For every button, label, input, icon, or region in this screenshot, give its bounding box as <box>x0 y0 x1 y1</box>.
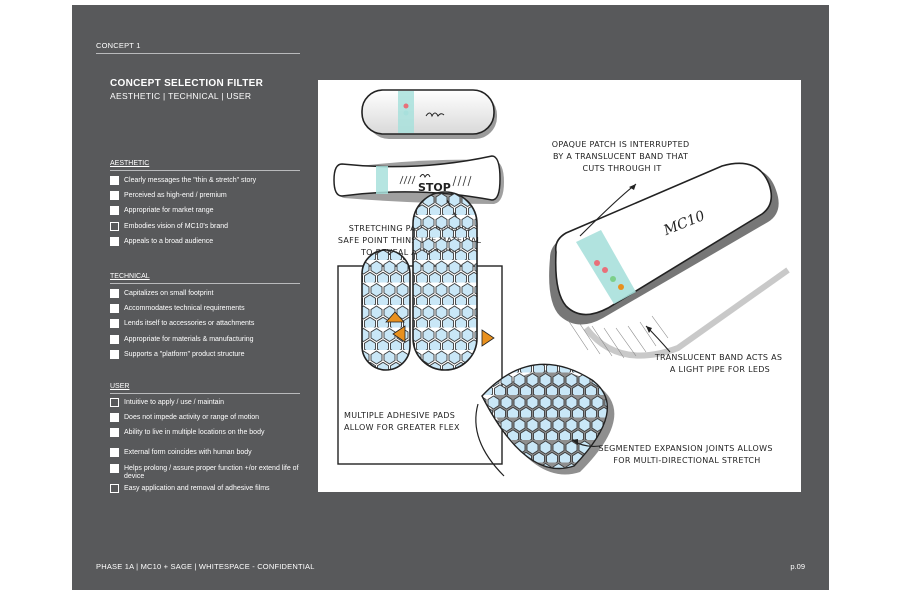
checklist-item[interactable]: Capitalizes on small footprint <box>110 289 310 304</box>
filter-subtitle: AESTHETIC | TECHNICAL | USER <box>110 91 252 101</box>
concept-sketch: STOP STRETCHING PATCH BEYOND SAFE POINT … <box>318 80 801 492</box>
checklist-item-label: Embodies vision of MC10's brand <box>124 222 229 230</box>
checkbox-filled[interactable] <box>110 191 119 201</box>
checklist-item[interactable]: Accommodates technical requirements <box>110 304 310 319</box>
checklist-item[interactable]: External form coincides with human body <box>110 448 310 463</box>
checklist-item-label: Clearly messages the "thin & stretch" st… <box>124 177 257 184</box>
checklist-item[interactable]: Appeals to a broad audience <box>110 236 310 252</box>
concept-divider <box>96 53 300 54</box>
checklist-item[interactable]: Embodies vision of MC10's brand <box>110 221 310 237</box>
checklist-item-label: Easy application and removal of adhesive… <box>124 484 270 492</box>
note-stretch: STRETCHING PATCH BEYOND SAFE POINT THINS… <box>338 224 484 257</box>
checklist-item[interactable]: Appropriate for market range <box>110 206 310 221</box>
checklist-item-label: Capitalizes on small footprint <box>124 290 214 297</box>
checklist-item[interactable]: Helps prolong / assure proper function +… <box>110 463 310 484</box>
checkbox-filled[interactable] <box>110 176 119 185</box>
checklist-item-label: Helps prolong / assure proper function +… <box>124 464 299 480</box>
patch-sketch-perspective: MC10 <box>549 162 790 359</box>
checklist-item-label: Appropriate for market range <box>124 207 214 215</box>
note-pads: MULTIPLE ADHESIVE PADS ALLOW FOR GREATER… <box>344 411 460 432</box>
checklist-item[interactable]: Perceived as high-end / premium <box>110 191 310 206</box>
checkbox-empty[interactable] <box>110 483 119 493</box>
checkbox-empty[interactable] <box>110 221 119 231</box>
checkbox-filled[interactable] <box>110 319 119 329</box>
section-divider <box>110 283 300 284</box>
checklist-item-label: External form coincides with human body <box>124 449 252 457</box>
checklist-item[interactable]: Appropriate for materials & manufacturin… <box>110 334 310 350</box>
checkbox-empty[interactable] <box>110 398 119 407</box>
checkbox-filled[interactable] <box>110 349 119 359</box>
checklist-item[interactable]: Clearly messages the "thin & stretch" st… <box>110 176 310 191</box>
adhesive-pads-sketch <box>361 191 495 371</box>
section-divider <box>110 393 300 394</box>
patch-sketch-top <box>361 89 497 139</box>
checklist-item-label: Supports a "platform" product structure <box>124 350 245 358</box>
checklist-item-label: Perceived as high-end / premium <box>124 192 227 200</box>
checkbox-filled[interactable] <box>110 289 119 298</box>
note-opaque: OPAQUE PATCH IS INTERRUPTED BY A TRANSLU… <box>552 140 693 173</box>
aesthetic-checklist: Clearly messages the "thin & stretch" st… <box>110 176 310 252</box>
checklist-item-label: Appeals to a broad audience <box>124 237 214 245</box>
checklist-item-label: Accommodates technical requirements <box>124 305 245 313</box>
checklist-item[interactable]: Supports a "platform" product structure <box>110 349 310 365</box>
checklist-item-label: Ability to live in multiple locations on… <box>124 429 265 437</box>
checklist-item[interactable]: Does not impede activity or range of mot… <box>110 413 310 428</box>
stop-warning-text: STOP <box>418 181 451 194</box>
checkbox-filled[interactable] <box>110 206 119 216</box>
filter-title: CONCEPT SELECTION FILTER <box>110 78 264 89</box>
patch-sketch-stretched: STOP <box>333 155 504 204</box>
section-divider <box>110 170 300 171</box>
checkbox-filled[interactable] <box>110 304 119 314</box>
checklist-item[interactable]: Lends itself to accessories or attachmen… <box>110 319 310 334</box>
checklist-item[interactable]: Easy application and removal of adhesive… <box>110 483 310 499</box>
checklist-item-label: Intuitive to apply / use / maintain <box>124 399 224 406</box>
page-number: p.09 <box>790 562 805 571</box>
checkbox-filled[interactable] <box>110 334 119 344</box>
checkbox-filled[interactable] <box>110 428 119 438</box>
checkbox-filled[interactable] <box>110 413 119 423</box>
checklist-item-label: Lends itself to accessories or attachmen… <box>124 320 255 328</box>
footer-confidential: PHASE 1A | MC10 + SAGE | WHITESPACE - CO… <box>96 562 315 571</box>
checkbox-filled[interactable] <box>110 236 119 246</box>
checklist-item[interactable]: Ability to live in multiple locations on… <box>110 428 310 448</box>
concept-label: CONCEPT 1 <box>96 41 141 50</box>
checklist-item[interactable]: Intuitive to apply / use / maintain <box>110 398 310 413</box>
checklist-item-label: Does not impede activity or range of mot… <box>124 414 260 422</box>
section-heading-aesthetic: AESTHETIC <box>110 160 150 167</box>
section-heading-technical: TECHNICAL <box>110 273 150 280</box>
checklist-item-label: Appropriate for materials & manufacturin… <box>124 335 254 343</box>
section-heading-user: USER <box>110 383 130 390</box>
note-translucent: TRANSLUCENT BAND ACTS AS A LIGHT PIPE FO… <box>654 353 785 374</box>
checkbox-filled[interactable] <box>110 448 119 458</box>
checkbox-filled[interactable] <box>110 463 119 473</box>
note-joints: SEGMENTED EXPANSION JOINTS ALLOWS FOR MU… <box>598 444 775 465</box>
